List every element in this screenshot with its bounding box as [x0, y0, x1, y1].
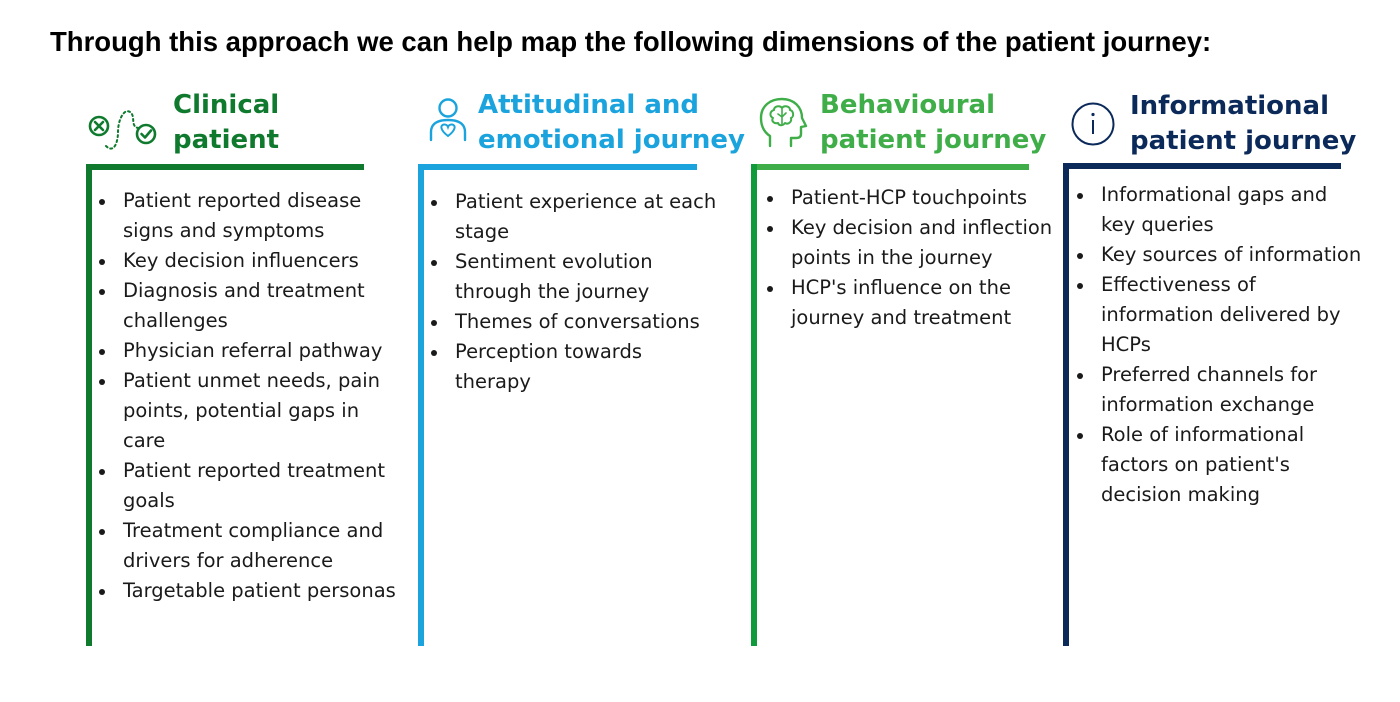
list-item: Key sources of information [1065, 240, 1395, 270]
list-item: Patient-HCP touchpoints [755, 183, 1075, 213]
column-top-rule [86, 164, 364, 170]
column-top-rule [418, 164, 697, 170]
info-circle-icon [1071, 102, 1115, 146]
column-side-rule [86, 164, 92, 646]
column-top-rule [751, 164, 1029, 170]
list-item: Targetable patient personas [87, 576, 407, 606]
column-title: Clinical patient [173, 90, 280, 155]
column-title: Informational patient journey [1130, 91, 1357, 156]
column-side-rule [1063, 163, 1069, 646]
list-item: Themes of conversations [419, 307, 739, 337]
column-title: Behavioural patient journey [820, 90, 1047, 155]
head-brain-icon [759, 97, 808, 148]
clinical-path-icon [88, 110, 157, 150]
person-heart-icon [429, 98, 467, 142]
page-headline: Through this approach we can help map th… [50, 26, 1212, 57]
column-top-rule [1063, 163, 1341, 169]
list-item: Key decision influencers [87, 246, 407, 276]
bullet-list: Patient-HCP touchpoints Key decision and… [755, 183, 1075, 333]
column-side-rule [751, 164, 757, 646]
column-title: Attitudinal and emotional journey [478, 90, 746, 155]
column-side-rule [418, 164, 424, 646]
list-item: Physician referral pathway [87, 336, 407, 366]
